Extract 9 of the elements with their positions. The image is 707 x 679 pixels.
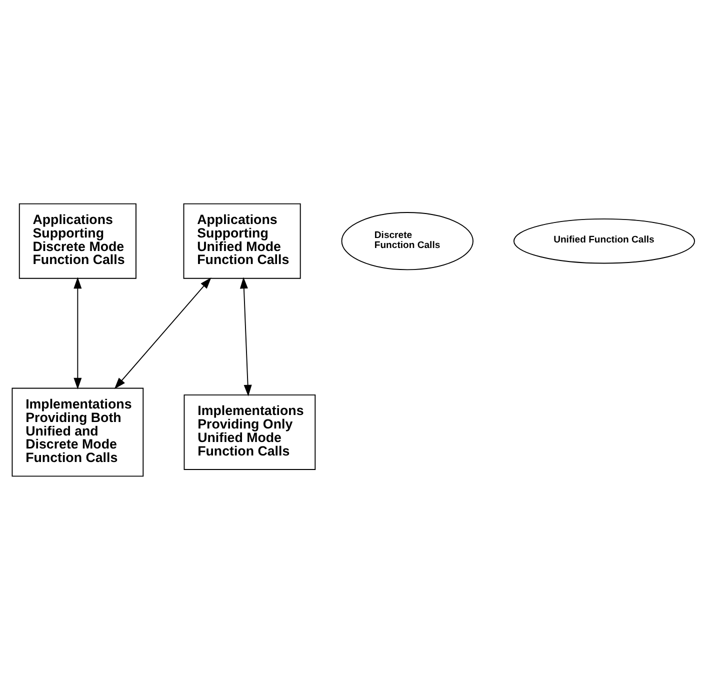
arrow bbox=[114, 276, 212, 389]
node-ellipse: Unified Function Calls bbox=[513, 218, 696, 264]
node-box: Implementations Providing Both Unified and Discrete Mode Function Calls bbox=[12, 387, 144, 476]
node-box: Applications Supporting Discrete Mode Function Calls bbox=[18, 202, 136, 278]
arrow bbox=[74, 276, 82, 389]
arrow bbox=[240, 276, 252, 396]
node-box: Implementations Providing Only Unified Mode Function Calls bbox=[184, 394, 316, 470]
node-ellipse: Discrete Function Calls bbox=[341, 212, 474, 270]
node-box: Applications Supporting Unified Mode Function Calls bbox=[183, 202, 301, 278]
